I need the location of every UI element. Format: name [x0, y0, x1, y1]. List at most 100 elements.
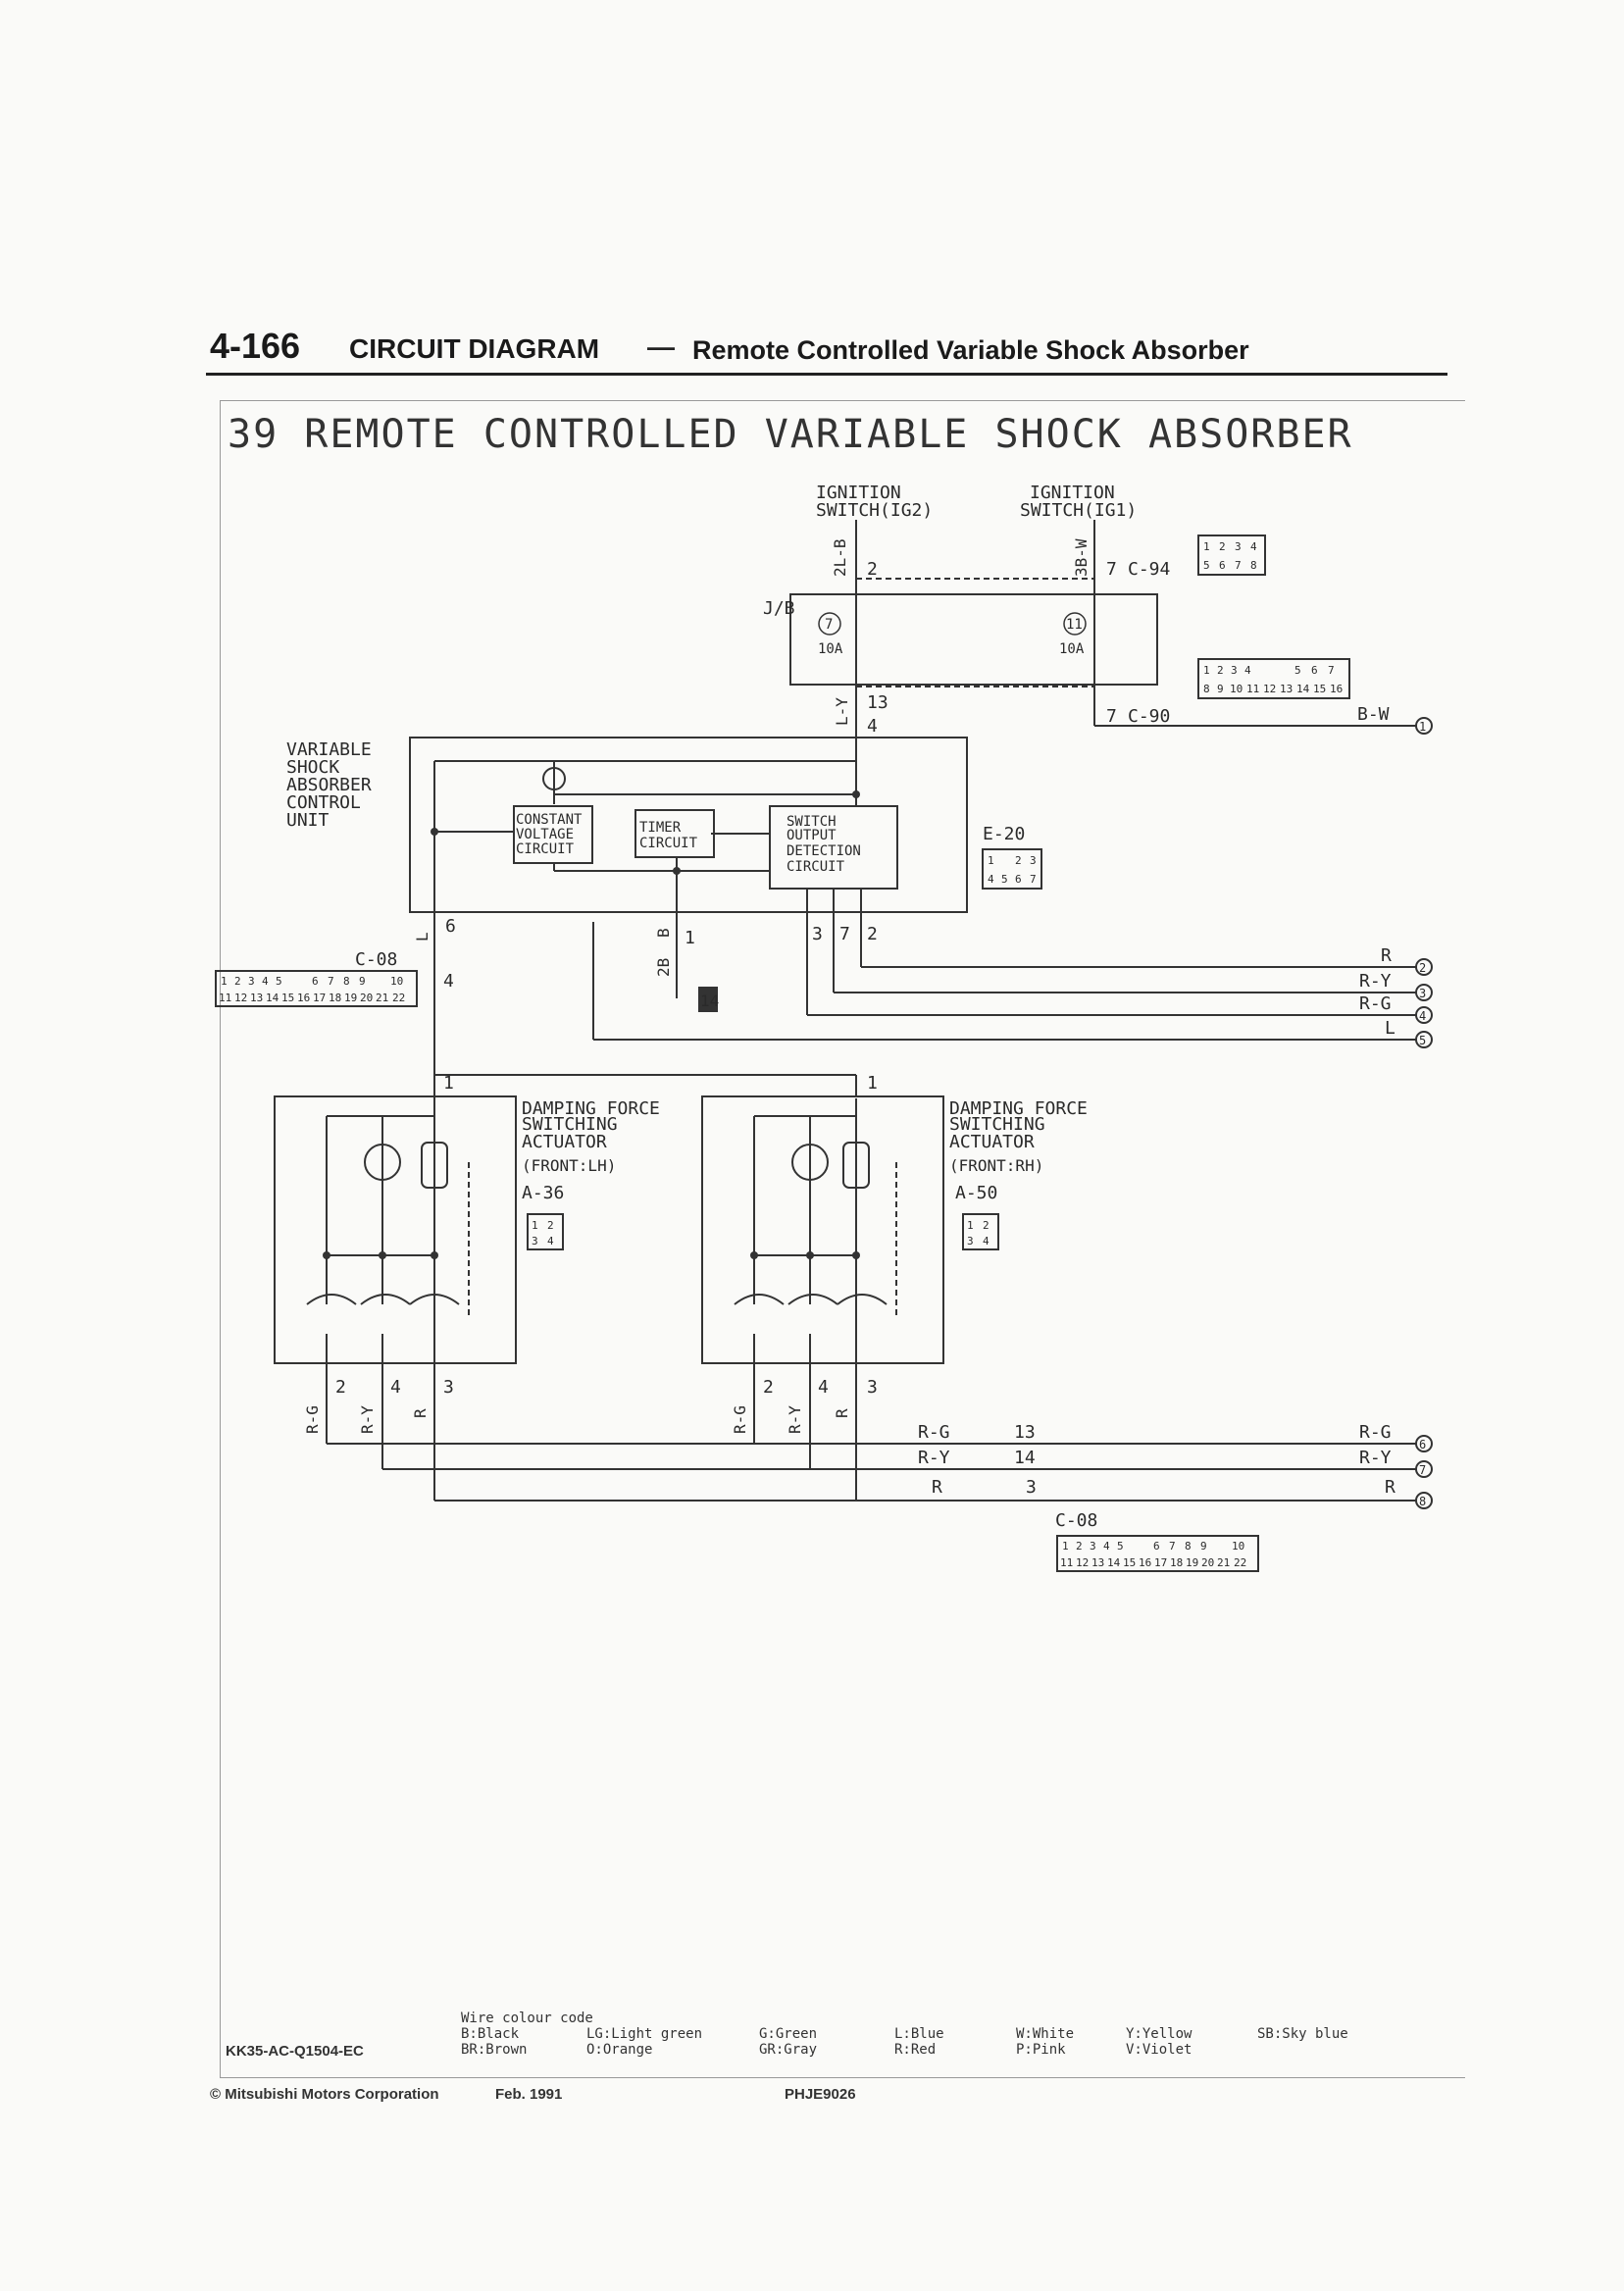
rh-line-4: (FRONT:RH) [949, 1156, 1043, 1175]
c94-top-3: 3 [1235, 540, 1242, 553]
c94-bot-6: 6 [1219, 559, 1226, 572]
out-7: 7 [1419, 1463, 1426, 1477]
ground-no: 14 [700, 992, 719, 1010]
ground-14-marker [698, 987, 718, 1012]
c08b-top-5: 5 [1117, 1540, 1124, 1553]
sw-line-2: OUTPUT [787, 828, 837, 843]
lh-line-2: SWITCHING [522, 1114, 618, 1135]
wc-pink: P:Pink [1016, 2042, 1066, 2058]
sw-line-3: DETECTION [787, 843, 861, 859]
frame-top [220, 400, 1465, 401]
ecu-label-4: CONTROL [286, 792, 361, 813]
fuse-right-no: 11 [1066, 617, 1083, 633]
lh-pin-4: 4 [390, 1377, 401, 1398]
ecu-label-5: UNIT [286, 810, 330, 831]
wire-colour-heading: Wire colour code [461, 2011, 593, 2026]
out-8: 8 [1419, 1495, 1426, 1508]
c08-bottom-label: C-08 [1055, 1510, 1097, 1531]
bus-pin-13: 13 [1014, 1422, 1036, 1443]
wc-green: G:Green [759, 2026, 818, 2042]
c08a-bot-13: 13 [250, 992, 263, 1004]
c94-bot-7: 7 [1235, 559, 1242, 572]
lh-wire-rg: R-G [303, 1405, 322, 1434]
wire-l-a: L [413, 932, 431, 942]
c08b-bot-18: 18 [1170, 1556, 1183, 1569]
e20-bot-5: 5 [1001, 873, 1008, 886]
c08a-top-3: 3 [248, 975, 255, 988]
bus-pin-14: 14 [1014, 1448, 1036, 1468]
wire-2b: 2B [654, 958, 673, 977]
c08b-top-2: 2 [1076, 1540, 1083, 1553]
ecu-label-3: ABSORBER [286, 775, 372, 795]
c08a-bot-12: 12 [234, 992, 247, 1004]
c08b-bot-11: 11 [1060, 1556, 1073, 1569]
c08a-bot-20: 20 [360, 992, 373, 1004]
c08b-top-1: 1 [1062, 1540, 1069, 1553]
e20-bot-6: 6 [1015, 873, 1022, 886]
c08b-top-9: 9 [1200, 1540, 1207, 1553]
c08a-top-6: 6 [312, 975, 319, 988]
diagram-title: 39 REMOTE CONTROLLED VARIABLE SHOCK ABSO… [228, 412, 1353, 457]
wc-white: W:White [1016, 2026, 1075, 2042]
jb-label: J/B [763, 598, 795, 619]
e20-bot-7: 7 [1030, 873, 1037, 886]
c08-label: C-08 [355, 949, 397, 970]
c08a-bot-21: 21 [376, 992, 388, 1004]
ig1-line2: SWITCH(IG1) [1020, 500, 1137, 521]
c08a-top-8: 8 [343, 975, 350, 988]
c08b-bot-16: 16 [1139, 1556, 1151, 1569]
out-2: 2 [1419, 961, 1426, 975]
c90-bot-12: 12 [1263, 683, 1276, 695]
bus-pin-3: 3 [1026, 1477, 1037, 1498]
document-ref: PHJE9026 [785, 2086, 856, 2103]
out-wire-rg: R-G [1359, 993, 1392, 1014]
a36-bot-3: 3 [532, 1235, 538, 1247]
c08b-bot-19: 19 [1186, 1556, 1198, 1569]
fuse-right-rating: 10A [1059, 641, 1085, 657]
sw-line-1: SWITCH [787, 814, 837, 830]
pin-7-c90: 7 [1106, 706, 1117, 727]
ig2-line2: SWITCH(IG2) [816, 500, 933, 521]
c90-bot-10: 10 [1230, 683, 1243, 695]
ecu-pin-3: 3 [812, 924, 823, 944]
rh-pin-2: 2 [763, 1377, 774, 1398]
c08a-top-4: 4 [262, 975, 269, 988]
wire-3bw: 3B-W [1072, 538, 1091, 577]
out-wire-r: R [1381, 945, 1392, 966]
out-4: 4 [1419, 1009, 1426, 1023]
lh-conn: A-36 [522, 1183, 564, 1203]
ecu-pin-2: 2 [867, 924, 878, 944]
c08a-bot-16: 16 [297, 992, 310, 1004]
conn-e20: E-20 [983, 824, 1025, 844]
a36-top-2: 2 [547, 1219, 554, 1232]
ecu-label-2: SHOCK [286, 757, 339, 778]
lh-wire-ry: R-Y [358, 1405, 377, 1434]
c08b-bot-14: 14 [1107, 1556, 1121, 1569]
c90-bot-9: 9 [1217, 683, 1224, 695]
wc-brown: BR:Brown [461, 2042, 528, 2058]
c90-top-1: 1 [1203, 664, 1210, 677]
wc-orange: O:Orange [586, 2042, 653, 2058]
c08b-top-8: 8 [1185, 1540, 1192, 1553]
wire-bw: B-W [1357, 704, 1390, 725]
lh-line-1: DAMPING FORCE [522, 1098, 660, 1119]
wc-yellow: Y:Yellow [1126, 2026, 1193, 2042]
bus-out-r: R [1385, 1477, 1396, 1498]
wc-red: R:Red [894, 2042, 937, 2058]
rh-line-1: DAMPING FORCE [949, 1098, 1088, 1119]
out-6: 6 [1419, 1438, 1426, 1451]
c08a-bot-19: 19 [344, 992, 357, 1004]
header-dash: — [647, 331, 675, 362]
a36-top-1: 1 [532, 1219, 538, 1232]
c08b-bot-12: 12 [1076, 1556, 1089, 1569]
rh-wire-ry: R-Y [786, 1405, 804, 1434]
document-code: KK35-AC-Q1504-EC [226, 2043, 364, 2060]
c94-bot-8: 8 [1250, 559, 1257, 572]
publish-date: Feb. 1991 [495, 2086, 563, 2103]
c08b-bot-15: 15 [1123, 1556, 1136, 1569]
rh-pin-3: 3 [867, 1377, 878, 1398]
bus-out-rg: R-G [1359, 1422, 1392, 1443]
bus-wire-rg: R-G [918, 1422, 950, 1443]
lh-line-3: ACTUATOR [522, 1132, 607, 1152]
c90-top-6: 6 [1311, 664, 1318, 677]
